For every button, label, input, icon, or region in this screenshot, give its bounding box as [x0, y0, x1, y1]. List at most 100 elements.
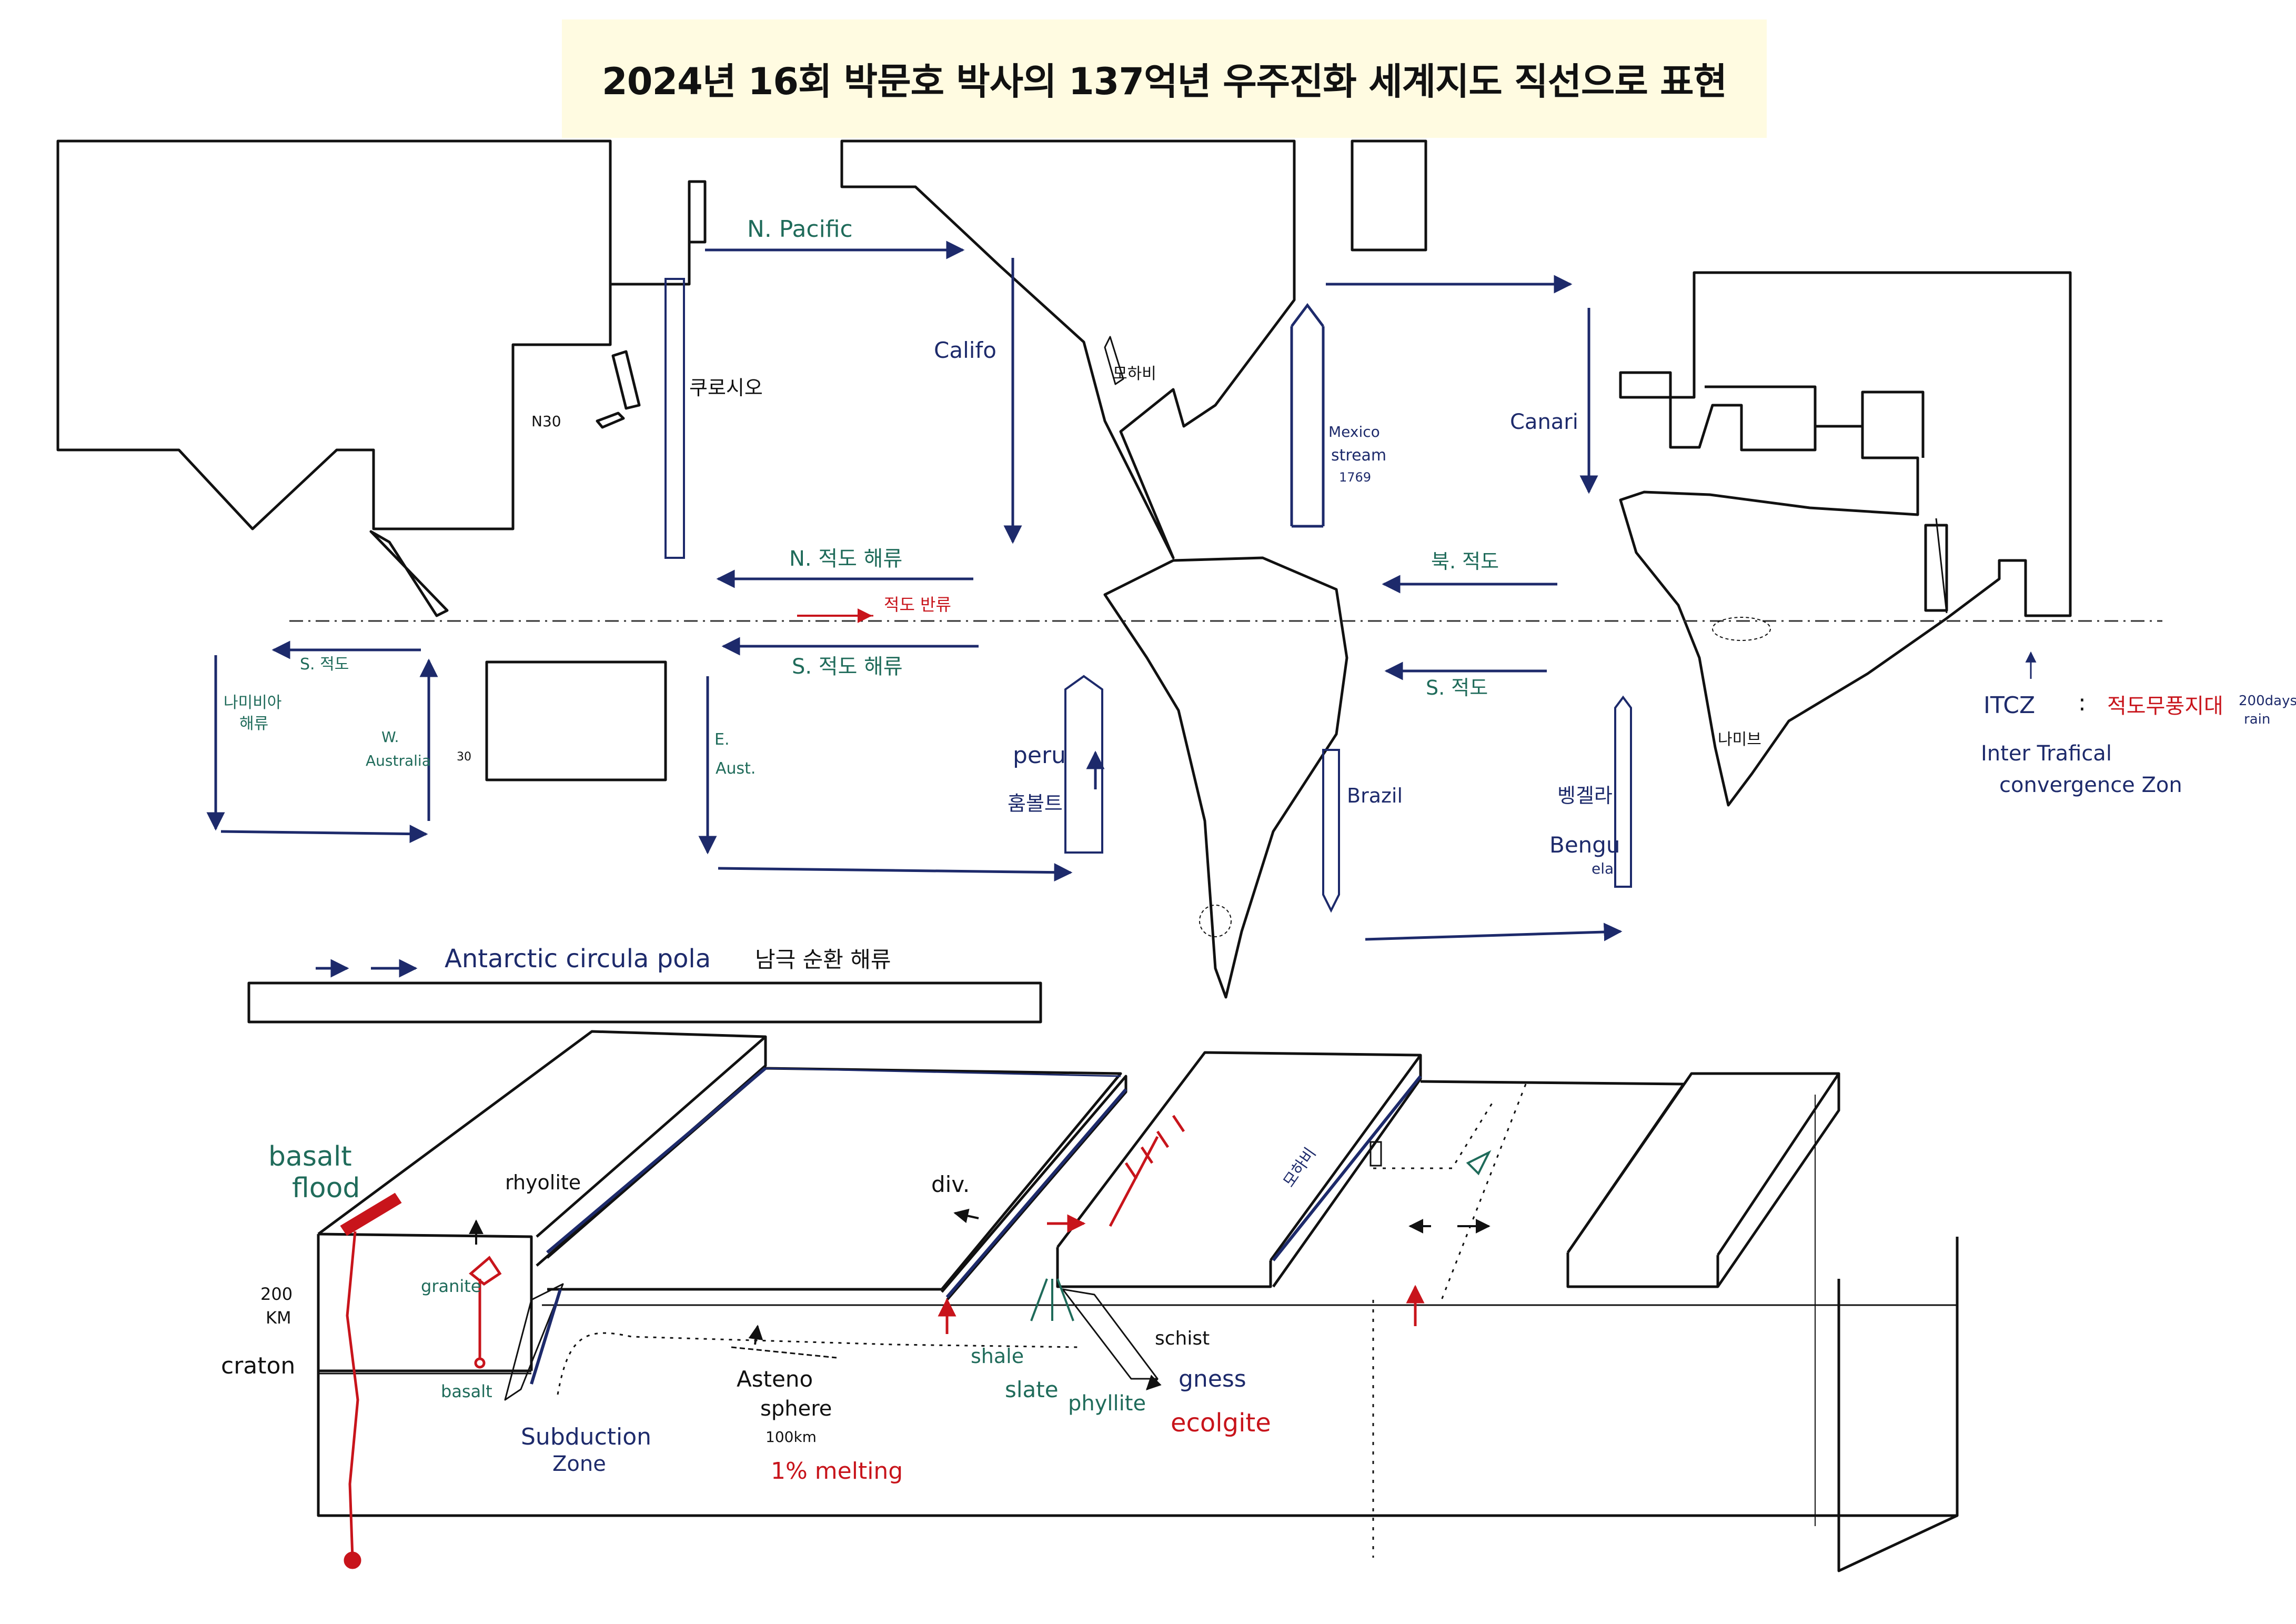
antarctica-outline [247, 981, 1042, 1024]
label-n-eq-atlantic: 북. 적도 [1431, 550, 1499, 573]
ridge-left [941, 1075, 1127, 1301]
transform-marker [1466, 1150, 1492, 1176]
japan-outline [611, 350, 641, 410]
label-eq-countercurrent: 적도 반류 [884, 595, 951, 615]
label-itcz-kr: 적도무풍지대 [2107, 694, 2223, 718]
subduction-slab [504, 1283, 564, 1401]
mid-plate-front [1056, 1247, 1272, 1288]
label-granite: granite [421, 1276, 481, 1296]
label-kuroshio: 쿠로시오 [689, 376, 763, 399]
europe-inner [1705, 385, 1925, 458]
label-basalt-flood-2: flood [292, 1172, 360, 1204]
south-america-outline [1103, 556, 1348, 999]
label-s-eq-current: S. 적도 해류 [792, 655, 903, 679]
ridge-blue-edge [945, 1088, 1127, 1298]
benguela-current-box [1614, 695, 1632, 888]
ocean-currents [206, 240, 2037, 978]
mid-plate-side [1272, 1055, 1422, 1288]
label-astheno-1: Asteno [737, 1366, 813, 1392]
label-canari: Canari [1510, 410, 1578, 434]
label-n30: N30 [531, 413, 561, 430]
asthenosphere-dotted [557, 1332, 1079, 1395]
craton-top [317, 1030, 767, 1238]
philippines-outline [596, 412, 625, 429]
label-antarctic-kr: 남극 순환 해류 [755, 947, 891, 973]
madagascar-outline [1924, 524, 1948, 612]
label-califo: Califo [934, 337, 996, 363]
label-schist: schist [1155, 1328, 1210, 1349]
page-title: 2024년 16회 박문호 박사의 137억년 우주진화 세계지도 직선으로 표… [602, 60, 1727, 103]
label-humboldt: 훔볼트 [1008, 792, 1063, 815]
label-basalt-flood-1: basalt [268, 1141, 352, 1172]
greenland-outline [1351, 139, 1427, 252]
label-mexico-3: 1769 [1339, 470, 1371, 485]
label-namibia-1: 나미비아 [224, 694, 281, 712]
label-slate: slate [1005, 1377, 1059, 1402]
right-block-marker [1369, 1141, 1382, 1167]
mid-plate-top [1056, 1051, 1422, 1261]
label-itcz: ITCZ [1983, 692, 2035, 719]
label-brazil: Brazil [1347, 784, 1403, 807]
label-benguela-kr: 벵겔라 [1557, 784, 1613, 807]
transform-dotted-3 [1441, 1084, 1527, 1300]
mid-plate-blue-edge [1272, 1075, 1422, 1261]
basalt-flood-line [346, 1231, 359, 1558]
label-depth-1: 200 [260, 1284, 293, 1304]
peru-current-box [1064, 675, 1103, 854]
label-benguela-2: ela [1592, 860, 1614, 877]
block-right-side [1837, 1279, 1958, 1572]
ocean-plate-top [546, 1067, 1122, 1290]
africa-europe-outline [1619, 271, 2072, 807]
label-w-australia-1: W. [381, 728, 399, 746]
label-thirty: 30 [457, 750, 471, 764]
mexico-stream-head [1291, 303, 1324, 327]
label-namibia-2: 해류 [239, 715, 268, 733]
label-mexico-2: stream [1331, 446, 1386, 465]
cross-section-block [317, 1030, 1959, 1572]
label-benguela-1: Bengu [1549, 832, 1620, 858]
label-days-2: rain [2244, 711, 2270, 727]
astheno-arrow [748, 1325, 763, 1345]
label-astheno-2: sphere [760, 1397, 832, 1421]
label-e-aust-2: Aust. [716, 759, 756, 778]
label-subduction-1: Subduction [521, 1423, 651, 1450]
label-basalt: basalt [441, 1381, 492, 1401]
right-continent-side [1716, 1074, 1840, 1288]
label-namib: 나미브 [1718, 730, 1761, 749]
indian-bottom-arrow [220, 825, 428, 844]
label-itcz-colon: : [2078, 689, 2086, 716]
label-depth-2: KM [266, 1308, 291, 1328]
label-div: div. [931, 1171, 970, 1197]
label-melting: 1% melting [771, 1458, 903, 1485]
arabia-outline [1935, 518, 1948, 614]
atlantic-bottom-arrow [1365, 923, 1623, 941]
label-craton: craton [221, 1352, 295, 1379]
red-hatch [1109, 1115, 1185, 1227]
label-w-australia-2: Australia [366, 752, 431, 769]
label-itcz-en-2: convergence Zon [1999, 773, 2182, 797]
subduction-blue [530, 1289, 562, 1385]
magma-source [344, 1551, 361, 1569]
brazil-current-box [1322, 749, 1340, 913]
gneiss-arrow [1146, 1375, 1162, 1390]
label-eclogite: ecolgite [1171, 1408, 1271, 1438]
label-mojave-section: 모하비 [1280, 1145, 1320, 1191]
label-phyllite: phyllite [1068, 1391, 1146, 1416]
label-subduction-2: Zone [552, 1452, 606, 1476]
label-gneiss: gness [1179, 1366, 1246, 1392]
label-s-eq-indian: S. 적도 [300, 655, 349, 674]
world-map [56, 139, 2162, 1024]
australia-outline [485, 660, 667, 781]
metamorphic-fan [1030, 1278, 1074, 1321]
right-subduction-slab [1062, 1288, 1159, 1380]
label-shale: shale [971, 1345, 1024, 1368]
label-days-1: 200days [2239, 693, 2296, 709]
label-antarctic: Antarctic circula pola [445, 944, 711, 974]
label-n-eq-current: N. 적도 해류 [789, 547, 902, 571]
label-astheno-3: 100km [766, 1428, 817, 1446]
asia-outline [56, 139, 707, 530]
indonesia-outline [369, 530, 449, 617]
label-itcz-en-1: Inter Trafical [1981, 741, 2112, 766]
